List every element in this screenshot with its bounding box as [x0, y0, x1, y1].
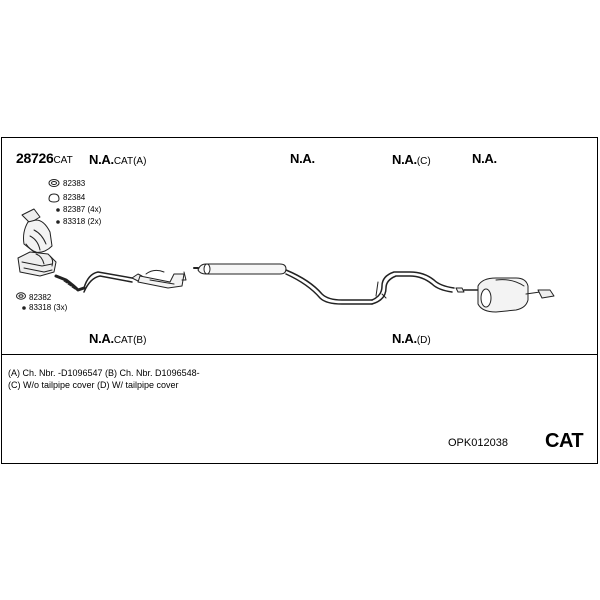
note-line-2: (C) W/o tailpipe cover (D) W/ tailpipe c…: [8, 380, 179, 390]
diagram-frame: [1, 137, 598, 464]
note-line-1: (A) Ch. Nbr. -D1096547 (B) Ch. Nbr. D109…: [8, 368, 200, 378]
rear-pipe-icon: [371, 271, 455, 305]
part-label-82382: 82382: [29, 293, 52, 302]
rear-silencer-icon: [455, 277, 555, 313]
catalyst-part-label: 28726CAT: [16, 150, 73, 168]
front-pipe-icon: [54, 271, 143, 293]
na-cat-a-label: N.A.CAT(A): [89, 152, 147, 167]
gasket-82382-icon: [16, 292, 26, 300]
resonator-icon: [137, 269, 187, 289]
part-label-82383: 82383: [63, 179, 86, 188]
part-label-82384: 82384: [63, 193, 86, 202]
clamp-82384-icon: [48, 193, 60, 203]
part-label-82387: 82387 (4x): [63, 205, 102, 214]
na-c-label: N.A.(C): [392, 152, 431, 167]
bolt-82387-icon: [56, 208, 60, 212]
na-cat-b-label: N.A.CAT(B): [89, 331, 147, 346]
catalog-code: OPK012038: [448, 437, 508, 449]
nut-83318-icon: [56, 220, 60, 224]
system-type-label: CAT: [545, 430, 584, 452]
nut-83318-3x-icon: [22, 306, 26, 310]
gasket-82383-icon: [48, 179, 60, 187]
catalytic-converter-icon: [17, 208, 57, 277]
part-label-83318-3x: 83318 (3x): [29, 303, 68, 312]
part-label-83318-2x: 83318 (2x): [63, 217, 102, 226]
catalyst-part-suffix: CAT: [53, 155, 73, 166]
catalyst-part-number: 28726: [16, 150, 54, 166]
na-d-label: N.A.(D): [392, 331, 431, 346]
center-silencer-icon: [193, 263, 373, 305]
notes-divider: [1, 354, 598, 355]
na-label-1: N.A.: [290, 151, 315, 166]
na-label-2: N.A.: [472, 151, 497, 166]
